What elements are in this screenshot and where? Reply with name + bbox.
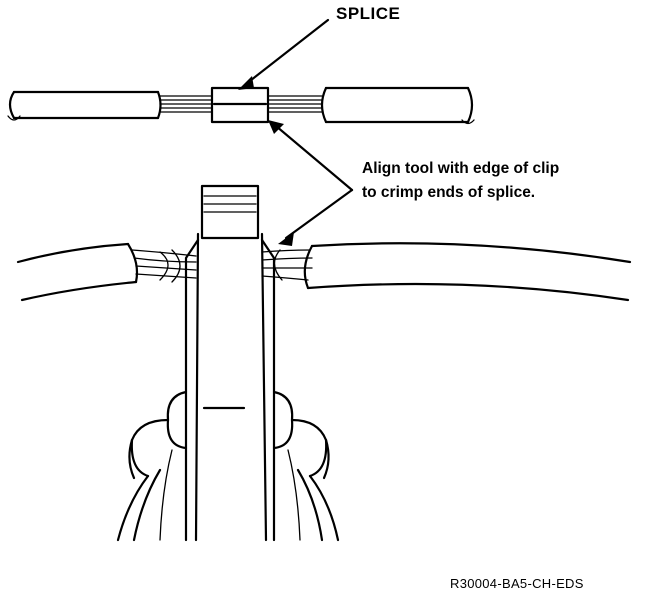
instruction-line-1: Align tool with edge of clip [362, 160, 560, 177]
bottom-left-cable [16, 242, 139, 302]
top-right-strands [267, 95, 323, 113]
top-left-cable [7, 90, 162, 121]
bottom-right-cable [303, 242, 632, 302]
leader-crimp-arrow [278, 188, 354, 246]
tool-right-boss [272, 390, 294, 450]
crimp-tool [116, 184, 340, 542]
top-left-strands [159, 95, 213, 113]
tool-left-handle [116, 474, 150, 542]
leader-splice-arrow [238, 18, 330, 90]
leader-clip-edge-arrow [268, 120, 354, 192]
instruction-line-2: to crimp ends of splice. [362, 184, 536, 201]
splice-label: SPLICE [336, 4, 401, 23]
bottom-left-strands [131, 249, 197, 283]
splice-clip [210, 86, 270, 124]
tool-right-handle [308, 474, 340, 542]
bottom-wire-assembly [16, 242, 632, 302]
figure-id-label: R30004-BA5-CH-EDS [450, 576, 584, 591]
top-right-cable [320, 86, 475, 125]
instruction-callout: Align tool with edge of clip to crimp en… [362, 157, 559, 205]
top-wire-assembly [7, 86, 475, 125]
tool-body [194, 232, 268, 542]
tool-left-boss [166, 390, 188, 450]
